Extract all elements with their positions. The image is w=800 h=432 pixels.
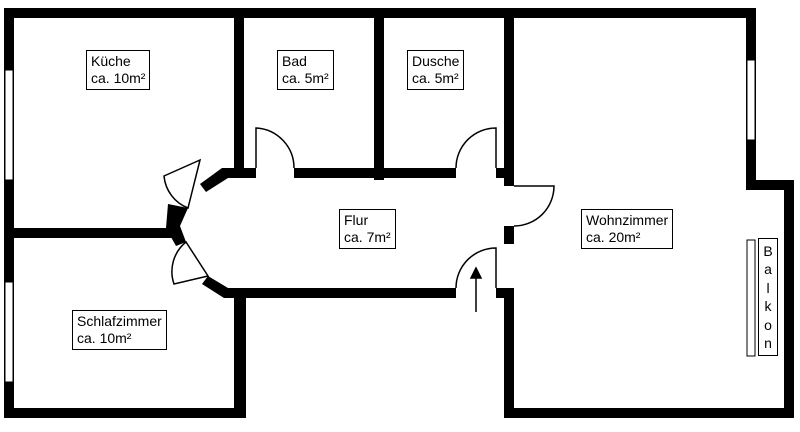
wall-balcony-top	[746, 180, 794, 190]
door-entrance	[455, 247, 497, 289]
balkon-letter: k	[764, 298, 772, 315]
wall-angle-c	[202, 276, 244, 298]
wall-wohnzimmer-lower	[504, 290, 514, 418]
window-wohnzimmer-upper	[746, 59, 756, 141]
wall-wohnzimmer-upper	[504, 8, 514, 186]
wall-flur-bottom-b	[496, 288, 514, 298]
label-kueche: Küche ca. 10m²	[86, 50, 151, 90]
label-schlafzimmer: Schlafzimmer ca. 10m²	[72, 310, 167, 350]
room-area: ca. 20m²	[586, 229, 641, 245]
windows	[4, 59, 756, 383]
label-balkon: B a l k o n	[758, 238, 778, 356]
wall-bottom-left	[4, 408, 246, 418]
door-kueche	[163, 158, 202, 210]
balkon-letter: o	[764, 316, 772, 333]
door-schlafzimmer	[171, 240, 210, 285]
label-bad: Bad ca. 5m²	[277, 50, 334, 90]
label-wohnzimmer: Wohnzimmer ca. 20m²	[581, 209, 674, 249]
entrance-arrow-icon	[469, 266, 483, 312]
room-area: ca. 10m²	[77, 330, 132, 346]
wall-flur-top-c	[496, 168, 514, 178]
door-dusche	[455, 127, 497, 169]
door-wohnzimmer	[513, 185, 555, 227]
label-flur: Flur ca. 7m²	[339, 209, 396, 249]
balkon-letter: a	[764, 261, 772, 278]
balkon-letter: B	[763, 242, 773, 259]
room-name: Dusche	[412, 53, 460, 69]
room-name: Wohnzimmer	[586, 212, 669, 228]
window-kueche	[4, 69, 14, 181]
wall-bottom-right	[504, 408, 794, 418]
balkon-letter: l	[766, 279, 770, 296]
room-area: ca. 10m²	[91, 70, 146, 86]
wall-flur-top-a	[234, 168, 256, 178]
label-dusche: Dusche ca. 5m²	[407, 50, 465, 90]
wall-wohnzimmer-mid	[504, 226, 514, 244]
room-area: ca. 5m²	[412, 70, 459, 86]
wall-flur-bottom	[234, 288, 456, 298]
wall-kueche-schlafzimmer	[4, 228, 174, 238]
door-bad	[255, 127, 295, 169]
wall-left	[4, 8, 14, 418]
room-area: ca. 5m²	[282, 70, 329, 86]
room-name: Küche	[91, 53, 131, 69]
window-wohnzimmer-lower	[746, 239, 756, 357]
wall-flur-top-b	[294, 168, 456, 178]
room-name: Bad	[282, 53, 307, 69]
window-schlafzimmer	[4, 281, 14, 383]
wall-bad-dusche	[374, 8, 384, 180]
wall-kueche-bad	[234, 8, 244, 170]
room-name: Flur	[344, 212, 369, 228]
wall-angle-b	[166, 204, 188, 246]
balkon-letter: n	[764, 335, 772, 352]
wall-schlafzimmer-right	[234, 288, 246, 418]
room-name: Schlafzimmer	[77, 313, 162, 329]
doors	[163, 127, 555, 289]
wall-angle-a	[200, 168, 244, 192]
wall-balcony-right	[784, 180, 794, 418]
room-area: ca. 7m²	[344, 229, 391, 245]
